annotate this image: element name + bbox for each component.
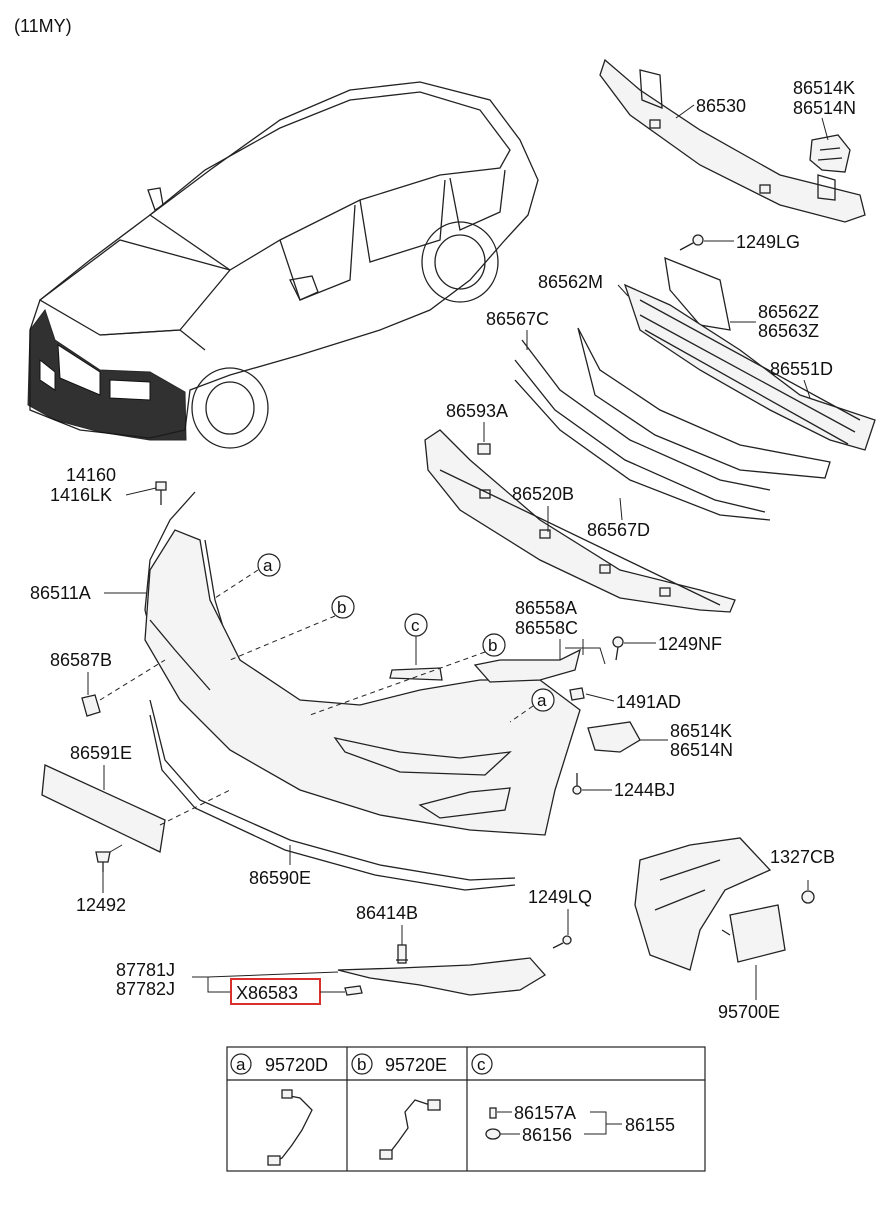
legend-b-circle [351, 1053, 373, 1075]
label-86562M: 86562M [538, 272, 603, 292]
callout-a-lower-text: a [537, 691, 547, 710]
bumper-cover-86511A [144, 529, 581, 836]
legend-table [226, 1046, 706, 1172]
sensor-cable-95720E [387, 1099, 431, 1156]
label-86590E: 86590E [249, 868, 311, 888]
legend-c-assembly: 86155 [625, 1115, 675, 1135]
legend-b-part: 95720E [385, 1055, 447, 1075]
screw-1249LG [679, 234, 704, 251]
legend-b-letter: b [357, 1055, 366, 1074]
label-86514K-top: 86514K [793, 78, 855, 98]
sensor-cable-95720D [271, 1094, 313, 1164]
label-86563Z: 86563Z [758, 321, 819, 341]
screw-12492 [95, 851, 111, 872]
label-1491AD: 1491AD [616, 692, 681, 712]
label-14160: 14160 [66, 465, 116, 485]
label-86558A: 86558A [515, 598, 577, 618]
pin-86157A [489, 1107, 497, 1119]
label-86558C: 86558C [515, 618, 578, 638]
callout-b-upper [331, 595, 355, 619]
legend-a-part: 95720D [265, 1055, 328, 1075]
car-illustration [27, 81, 539, 449]
label-12492: 12492 [76, 895, 126, 915]
bumper-beam-86530 [599, 58, 866, 223]
molding-86567C [521, 339, 771, 491]
screw-1249NF [612, 636, 624, 661]
grille-86551D [623, 283, 876, 451]
label-86593A: 86593A [446, 401, 508, 421]
skirt-87781J [337, 957, 547, 996]
label-86514N-top: 86514N [793, 98, 856, 118]
label-1249NF: 1249NF [658, 634, 722, 654]
legend-c-circle [471, 1053, 493, 1075]
label-86562Z: 86562Z [758, 302, 819, 322]
lower-lip-86590E [149, 699, 516, 881]
legend-c-part-1: 86157A [514, 1103, 576, 1123]
clip-86593A [477, 443, 491, 455]
label-1327CB: 1327CB [770, 847, 835, 867]
callout-c-text: c [411, 616, 420, 635]
bracket-86514-top [809, 134, 851, 173]
clip-1491AD [569, 687, 585, 701]
label-87781J: 87781J [116, 960, 175, 980]
callout-a-lower [531, 688, 555, 712]
label-86520B: 86520B [512, 484, 574, 504]
label-86514N-mid: 86514N [670, 740, 733, 760]
label-86530: 86530 [696, 96, 746, 116]
label-87782J: 87782J [116, 979, 175, 999]
label-86567D: 86567D [587, 520, 650, 540]
nut-1327CB [801, 890, 815, 904]
emblem-86562Z [664, 256, 731, 331]
clip-86414B [396, 944, 408, 964]
label-1416LK: 1416LK [50, 485, 112, 505]
callout-b-lower-text: b [488, 636, 497, 655]
sensor-module-95700E [634, 837, 786, 971]
molding-86567D [514, 379, 771, 521]
bolt-14160 [155, 481, 167, 505]
model-year-label: (11MY) [14, 16, 72, 36]
grommet-86156 [485, 1128, 501, 1140]
callout-b-upper-text: b [337, 598, 346, 617]
cap-86587B [81, 694, 101, 717]
bracket-86558 [473, 648, 581, 683]
callout-a-upper [257, 553, 281, 577]
callout-b-lower [482, 633, 506, 657]
bracket-86514-mid [587, 721, 641, 753]
label-86587B: 86587B [50, 650, 112, 670]
label-86591E: 86591E [70, 743, 132, 763]
label-1249LQ: 1249LQ [528, 887, 592, 907]
grille-surround-86562M [577, 327, 831, 479]
label-1244BJ: 1244BJ [614, 780, 675, 800]
legend-a-letter: a [236, 1055, 246, 1074]
legend-c-part-2: 86156 [522, 1125, 572, 1145]
legend-a-circle [230, 1053, 252, 1075]
screw-1249LQ [552, 935, 572, 949]
label-86514K-mid: 86514K [670, 721, 732, 741]
bolt-1244BJ [572, 773, 582, 795]
label-86511A: 86511A [30, 583, 91, 603]
callout-a-upper-text: a [263, 556, 273, 575]
label-86567C: 86567C [486, 309, 549, 329]
label-86414B: 86414B [356, 903, 418, 923]
label-1249LG: 1249LG [736, 232, 800, 252]
legend-c-letter: c [477, 1055, 486, 1074]
label-X86583: X86583 [236, 983, 298, 1003]
label-86551D: 86551D [770, 359, 833, 379]
label-95700E: 95700E [718, 1002, 780, 1022]
energy-absorber-86520B [424, 429, 736, 613]
plate-bracket-86591E [41, 764, 166, 853]
